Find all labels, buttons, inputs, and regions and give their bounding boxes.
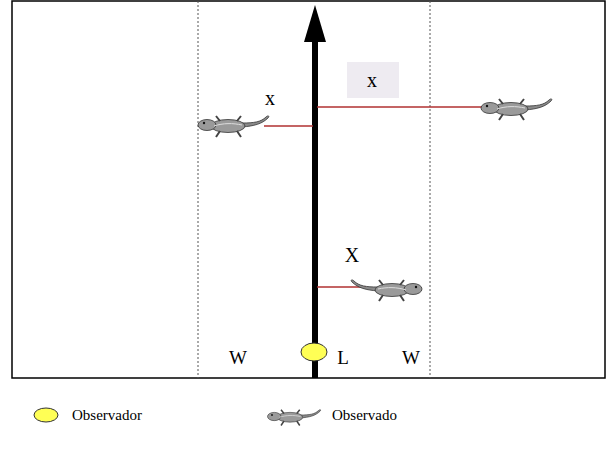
observer-dot	[301, 343, 327, 361]
legend-lizard-symbol	[268, 410, 321, 426]
width-label: L	[337, 348, 349, 367]
legend-text: Observador	[72, 408, 142, 423]
distance-label: x	[265, 88, 275, 108]
lizard-icon	[351, 280, 422, 301]
width-label: W	[229, 348, 247, 367]
distance-label: X	[345, 245, 359, 265]
study-area	[12, 1, 605, 378]
label-patch	[347, 62, 399, 98]
lizard-icon	[198, 116, 269, 137]
lizard-icon	[481, 99, 552, 120]
transect-line	[312, 30, 318, 378]
width-label: W	[402, 348, 420, 367]
arrowhead	[304, 5, 326, 42]
distance-label: x	[367, 70, 377, 90]
distance-line	[317, 106, 482, 108]
strip-boundary	[198, 1, 199, 378]
strip-boundary	[430, 1, 431, 378]
distance-line	[264, 125, 313, 127]
legend-text: Observado	[332, 408, 397, 423]
legend-observer-symbol	[34, 408, 58, 422]
